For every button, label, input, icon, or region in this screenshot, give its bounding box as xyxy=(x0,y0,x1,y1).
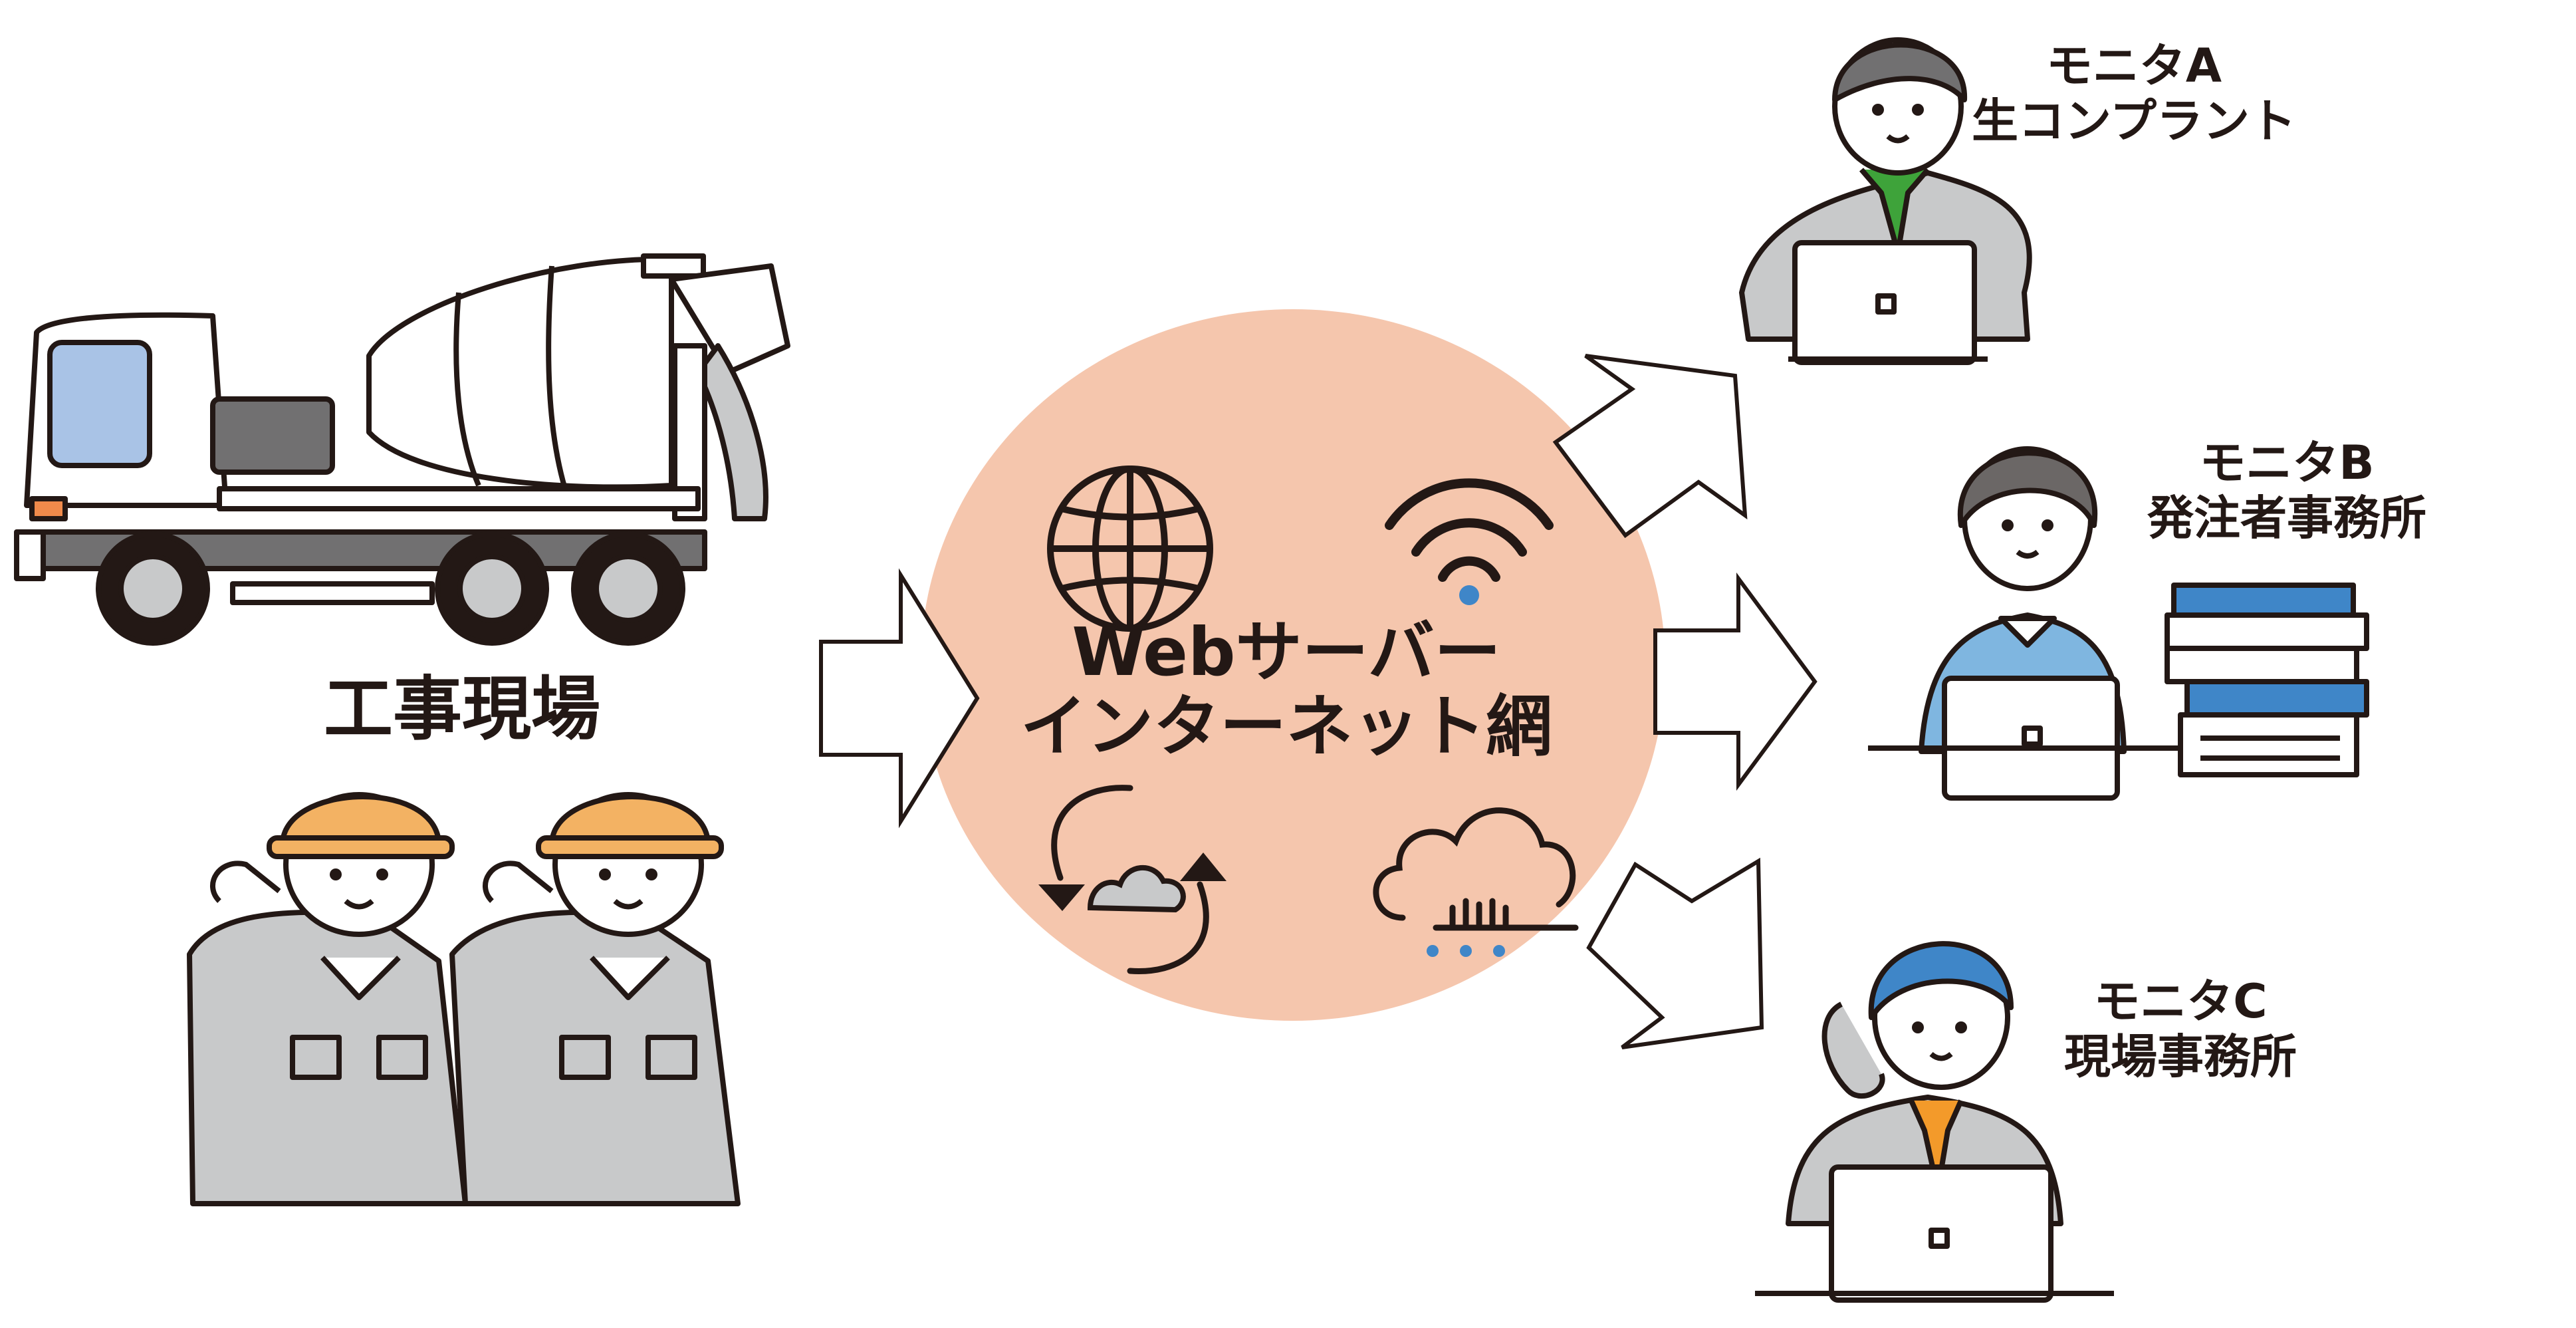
worker-right-illustration xyxy=(449,792,741,1206)
worker-left-illustration xyxy=(187,792,468,1206)
monitor-a-title: モニタA xyxy=(2046,39,2222,93)
site-label: 工事現場 xyxy=(276,668,648,750)
monitor-a-sub: 生コンプラント xyxy=(1972,93,2296,148)
monitor-b-title: モニタB xyxy=(2199,436,2375,490)
monitor-a-label: モニタA 生コンプラント xyxy=(1948,39,2320,148)
cloud-sync-icon xyxy=(1038,785,1227,974)
monitor-b-sub: 発注者事務所 xyxy=(2147,490,2426,545)
monitor-c-sub: 現場事務所 xyxy=(2064,1029,2297,1084)
arrow-server-to-monitor-a xyxy=(1552,354,1748,539)
cloud-network-icon xyxy=(1373,807,1579,957)
monitor-b-label: モニタB 発注者事務所 xyxy=(2087,436,2486,545)
globe-icon xyxy=(1047,465,1213,632)
monitor-c-person xyxy=(1755,941,2114,1303)
wifi-icon xyxy=(1385,478,1554,605)
arrow-server-to-monitor-b xyxy=(1653,572,1817,791)
monitor-c-label: モニタC 現場事務所 xyxy=(1994,974,2367,1084)
center-label: Webサーバー インターネット網 xyxy=(981,615,1592,764)
site-label-text: 工事現場 xyxy=(323,668,600,749)
monitor-b-person xyxy=(1868,446,2369,801)
center-label-line2: インターネット網 xyxy=(1020,688,1552,765)
monitor-c-title: モニタC xyxy=(2093,974,2268,1029)
arrow-site-to-server xyxy=(819,568,980,829)
monitor-a-person xyxy=(1739,37,2032,365)
mixer-truck-illustration xyxy=(14,253,790,646)
center-label-line1: Webサーバー xyxy=(1072,613,1501,691)
arrow-server-to-monitor-c xyxy=(1586,857,1764,1049)
